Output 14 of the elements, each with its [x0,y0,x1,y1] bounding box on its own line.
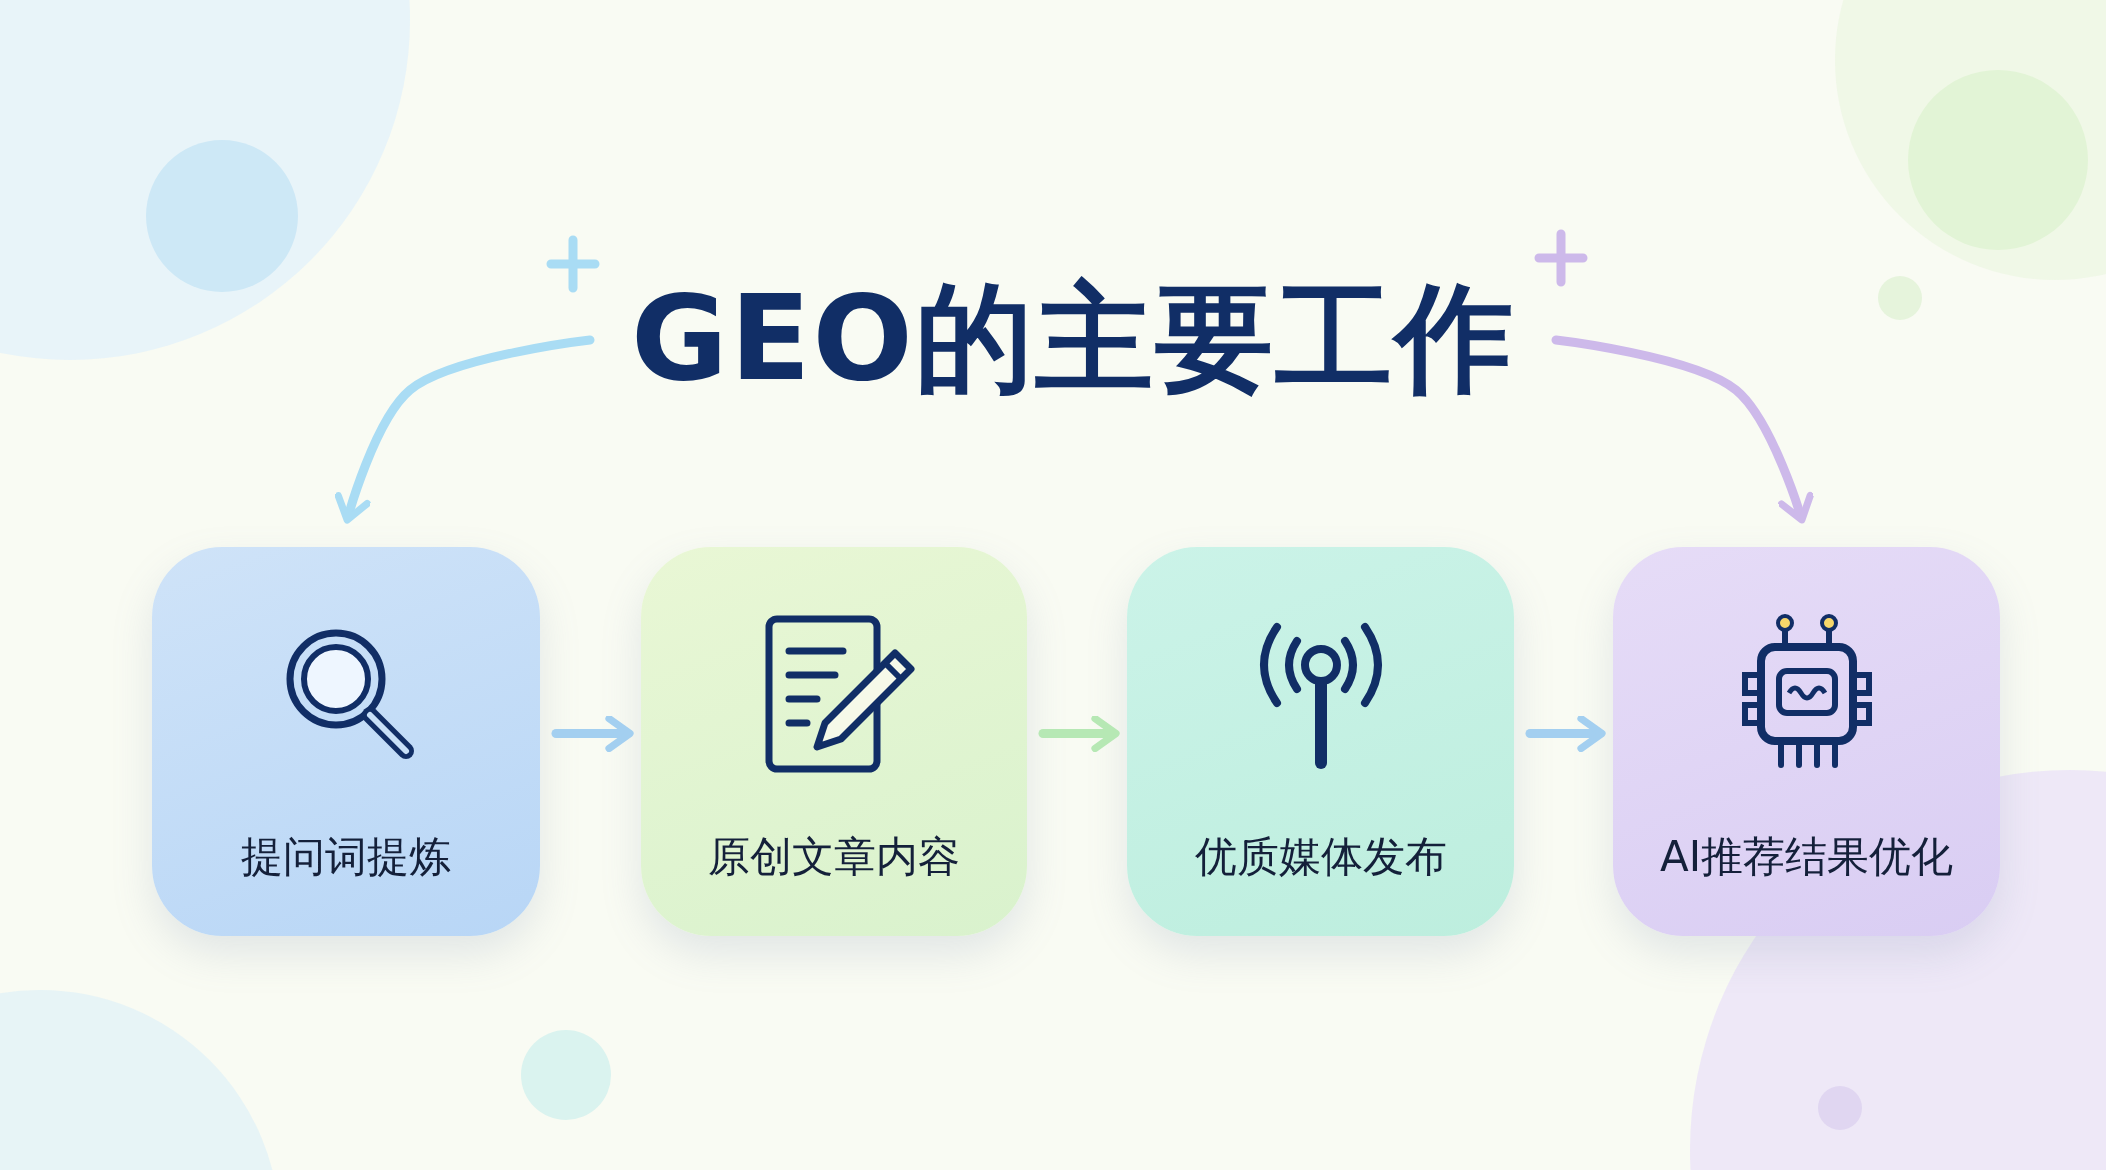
step-label: 优质媒体发布 [1193,831,1448,883]
step-card [1127,547,1514,936]
arrow [1038,714,1120,753]
arrow [1551,335,1814,524]
arrow [1525,714,1606,753]
arrow [551,714,634,753]
step-card [152,547,540,936]
step-label: 提问词提炼 [240,831,452,883]
step-label: AI推荐结果优化 [1658,831,1955,883]
arrow [334,335,595,524]
step-card [1613,547,2000,936]
step-card [641,547,1027,936]
heading-text: GEO的主要工作 [631,268,1515,409]
step-label: 原创文章内容 [707,831,961,883]
